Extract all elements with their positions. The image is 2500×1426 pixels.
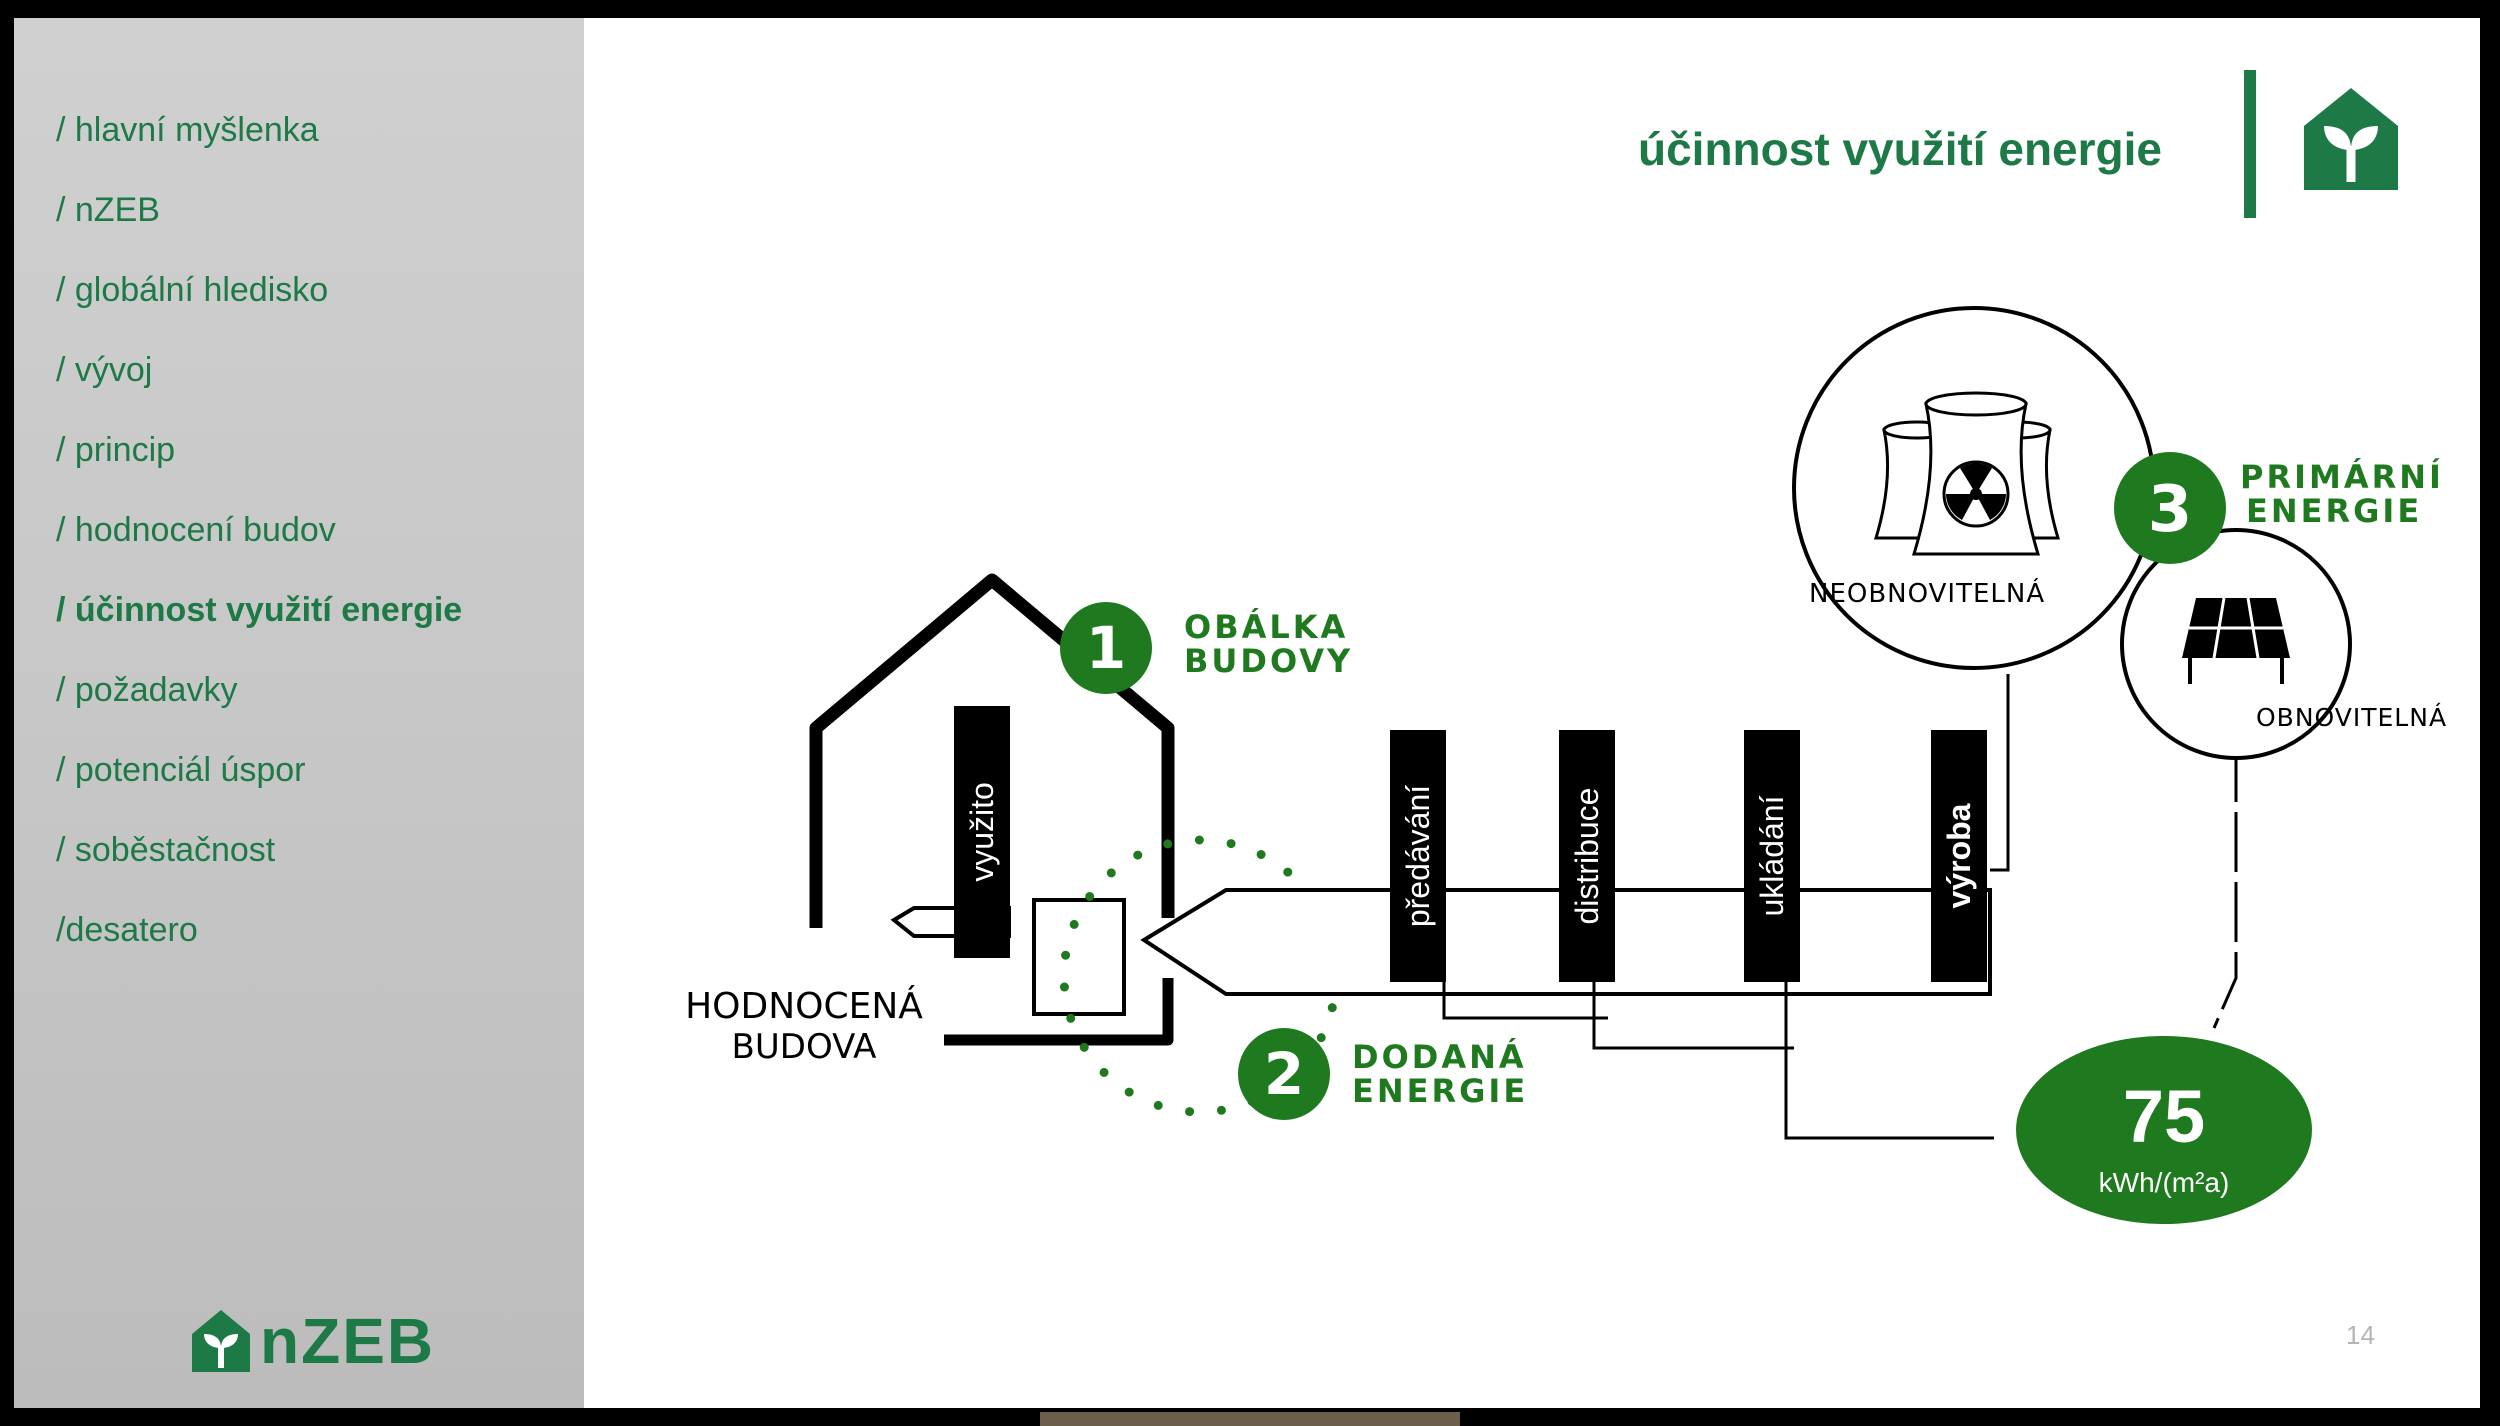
stage-bar: předávání [1390, 730, 1446, 982]
step-1-label: OBÁLKA [1184, 608, 1348, 646]
stage-label: využito [964, 782, 1000, 882]
stage-label: předávání [1400, 785, 1436, 927]
step-1-badge [1060, 602, 1152, 694]
result-ellipse [2016, 1036, 2312, 1224]
sidebar-item[interactable]: / globální hledisko [56, 271, 329, 309]
step-3-label: ENERGIE [2246, 492, 2422, 530]
solar-panel-icon [2182, 597, 2290, 684]
stage-bar: ukládání [1744, 730, 1800, 982]
step-3-label: PRIMÁRNÍ [2240, 458, 2444, 496]
sidebar-logo: nZEB [190, 1304, 435, 1378]
stage-bar: výroba [1931, 730, 1987, 982]
slide: / hlavní myšlenka / nZEB / globální hledis… [14, 18, 2480, 1408]
sidebar-item[interactable]: / potenciál úspor [56, 751, 306, 789]
sidebar-item[interactable]: / nZEB [56, 191, 160, 229]
step-2-badge [1238, 1028, 1330, 1120]
step-1-label: BUDOVY [1184, 642, 1353, 680]
building-label: BUDOVA [732, 1027, 877, 1067]
step-2-label: ENERGIE [1352, 1072, 1528, 1110]
stage-label: výroba [1941, 803, 1977, 908]
stage-label: ukládání [1754, 795, 1790, 916]
nzeb-house-icon [2304, 88, 2398, 190]
connector-line [1990, 674, 2010, 872]
sidebar-item[interactable]: / hlavní myšlenka [56, 111, 319, 149]
building-box [1032, 898, 1126, 1016]
nonrenewable-label: NEOBNOVITELNÁ [1809, 577, 2045, 609]
sidebar-item[interactable]: / požadavky [56, 671, 238, 709]
nzeb-house-icon [192, 1310, 250, 1372]
house-floor [944, 978, 1174, 1046]
cooling-tower-icon [1873, 391, 2061, 556]
house-outline [809, 573, 1175, 928]
sidebar-item[interactable]: / hodnocení budov [56, 511, 336, 549]
stage-label: distribuce [1569, 788, 1605, 925]
sidebar-item[interactable]: / vývoj [56, 351, 153, 389]
stage-bars: využito předávání distribuce ukládání výroba [954, 706, 1987, 982]
sidebar-item[interactable]: /desatero [56, 911, 198, 949]
sidebar-item[interactable]: / účinnost využití energie [56, 591, 463, 629]
connector-line [2212, 742, 2238, 1029]
result-unit: kWh/(m²a) [2099, 1167, 2230, 1198]
sidebar: / hlavní myšlenka / nZEB / globální hledis… [14, 18, 584, 1408]
sidebar-nav: / hlavní myšlenka / nZEB / globální hledis… [56, 100, 462, 980]
bottom-strip [1040, 1412, 1460, 1426]
header-divider [2244, 70, 2256, 218]
stage-bar: distribuce [1559, 730, 1615, 982]
result-value: 75 [2123, 1075, 2205, 1158]
page-number: 14 [2346, 1320, 2375, 1350]
page-title: účinnost využití energie [1638, 123, 2162, 175]
step-1-number: 1 [1086, 614, 1126, 682]
sidebar-item[interactable]: / soběstačnost [56, 831, 276, 869]
step-2-label: DODANÁ [1352, 1038, 1527, 1076]
energy-flow-diagram: využito předávání distribuce ukládání výroba… [685, 306, 2447, 1224]
step-3-number: 3 [2148, 473, 2193, 547]
renewable-label: OBNOVITELNÁ [2256, 703, 2447, 732]
building-label: HODNOCENÁ [685, 985, 923, 1027]
sidebar-logo-text: nZEB [260, 1305, 436, 1377]
stage-bar: využito [954, 706, 1010, 958]
sidebar-item[interactable]: / princip [56, 431, 176, 469]
step-2-number: 2 [1264, 1040, 1304, 1108]
step-3-badge [2114, 452, 2226, 564]
